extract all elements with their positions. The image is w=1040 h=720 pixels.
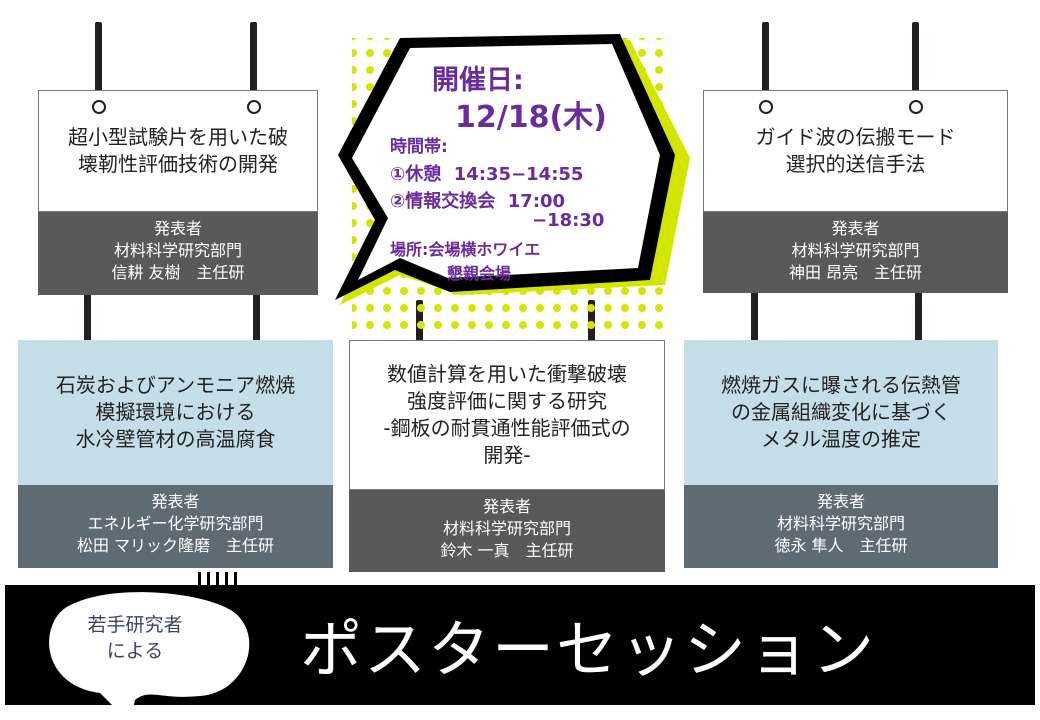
post bbox=[751, 290, 758, 370]
post bbox=[250, 22, 257, 107]
banner-hanger bbox=[198, 572, 242, 586]
poster-card: ガイド波の伝搬モード選択的送信手法 発表者材料科学研究部門神田 昂亮 主任研 bbox=[703, 90, 1008, 293]
post bbox=[912, 22, 919, 107]
ring bbox=[92, 100, 106, 114]
banner-title: ポスターセッション bbox=[300, 613, 877, 686]
post bbox=[95, 22, 102, 107]
ring bbox=[909, 100, 923, 114]
place-2: 懇親会場 bbox=[447, 264, 512, 283]
event-date: 12/18(木) bbox=[455, 100, 607, 135]
post bbox=[915, 290, 922, 370]
time-label: 時間帯: bbox=[390, 137, 448, 157]
time-slot-exchange-end: −18:30 bbox=[532, 210, 605, 231]
event-date-label: 開催日: bbox=[432, 65, 524, 96]
place: 場所:会場横ホワイエ bbox=[390, 240, 541, 259]
post bbox=[253, 290, 260, 370]
poster-card: 石炭およびアンモニア燃焼模擬環境における水冷壁管材の高温腐食 発表者エネルギー化… bbox=[18, 340, 333, 568]
ring bbox=[247, 100, 261, 114]
time-slot-exchange: ②情報交換会 17:00 bbox=[390, 191, 566, 212]
post bbox=[762, 22, 769, 107]
poster-card: 数値計算を用いた衝撃破壊強度評価に関する研究-鋼板の耐貫通性能評価式の開発- 発… bbox=[349, 340, 665, 572]
ring bbox=[759, 100, 773, 114]
time-slot-break: ①休憩 14:35−14:55 bbox=[390, 164, 584, 185]
speech-bubble bbox=[335, 34, 690, 336]
banner-bubble-text: 若手研究者による bbox=[87, 614, 183, 662]
poster-card: 燃焼ガスに曝される伝熱管の金属組織変化に基づくメタル温度の推定 発表者材料科学研… bbox=[684, 340, 998, 568]
banner-bubble bbox=[49, 592, 250, 718]
poster-card: 超小型試験片を用いた破壊靭性評価技術の開発 発表者材料科学研究部門信耕 友樹 主… bbox=[38, 90, 318, 295]
post bbox=[84, 290, 91, 370]
